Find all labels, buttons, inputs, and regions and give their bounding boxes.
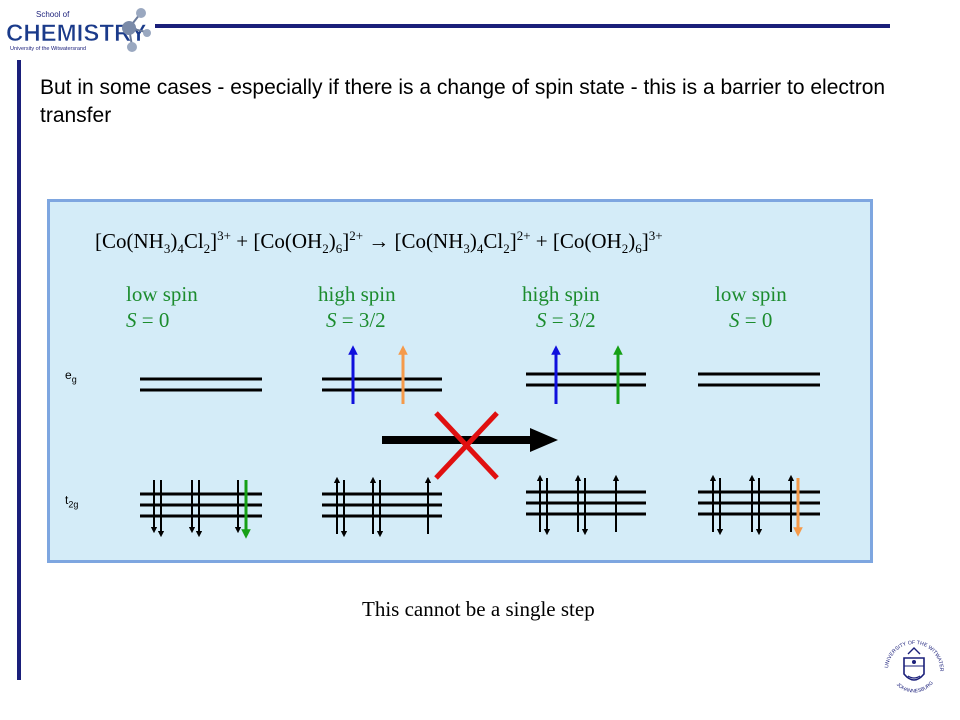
species-1-orbitals: [140, 377, 262, 539]
species-3-spin: high spin S = 3/2: [522, 281, 600, 333]
species-2-spin: high spin S = 3/2: [318, 281, 396, 333]
species-4-spin: low spin S = 0: [715, 281, 787, 333]
side-rule: [17, 60, 21, 680]
species-4-spin-state: low spin: [715, 282, 787, 306]
species-2-orbitals: [322, 345, 442, 538]
logo-line1: School of: [36, 10, 70, 19]
t2g-label: t2g: [65, 493, 79, 510]
species-4-orbitals: [698, 372, 820, 537]
species-1-spin: low spin S = 0: [126, 281, 198, 333]
eg-label: eg: [65, 368, 77, 385]
crest-bottom-text: JOHANNESBURG: [895, 680, 935, 694]
species-1-s-value: S = 0: [126, 308, 170, 332]
headline-text: But in some cases - especially if there …: [40, 76, 886, 127]
school-logo: School of CHEMISTRY University of the Wi…: [6, 8, 151, 52]
species-2-s-value: S = 3/2: [326, 308, 386, 332]
species-3-orbitals: [526, 345, 646, 536]
species-3-spin-state: high spin: [522, 282, 600, 306]
logo-line3: University of the Witwatersrand: [10, 46, 86, 52]
molecule-icon: [122, 8, 151, 52]
shield-icon: [903, 647, 925, 681]
caption-text: This cannot be a single step: [362, 597, 595, 621]
species-1-spin-state: low spin: [126, 282, 198, 306]
university-crest: UNIVERSITY OF THE WITWATERSRAND JOHANNES…: [878, 632, 944, 694]
electron-transfer-arrow: [382, 428, 558, 452]
cross-icon: [434, 411, 499, 480]
reaction-equation: [Co(NH3)4Cl2]3+ + [Co(OH2)6]2+ → [Co(NH3…: [95, 228, 663, 257]
header-rule: [155, 24, 890, 28]
species-4-s-value: S = 0: [729, 308, 773, 332]
species-2-spin-state: high spin: [318, 282, 396, 306]
species-3-s-value: S = 3/2: [536, 308, 596, 332]
